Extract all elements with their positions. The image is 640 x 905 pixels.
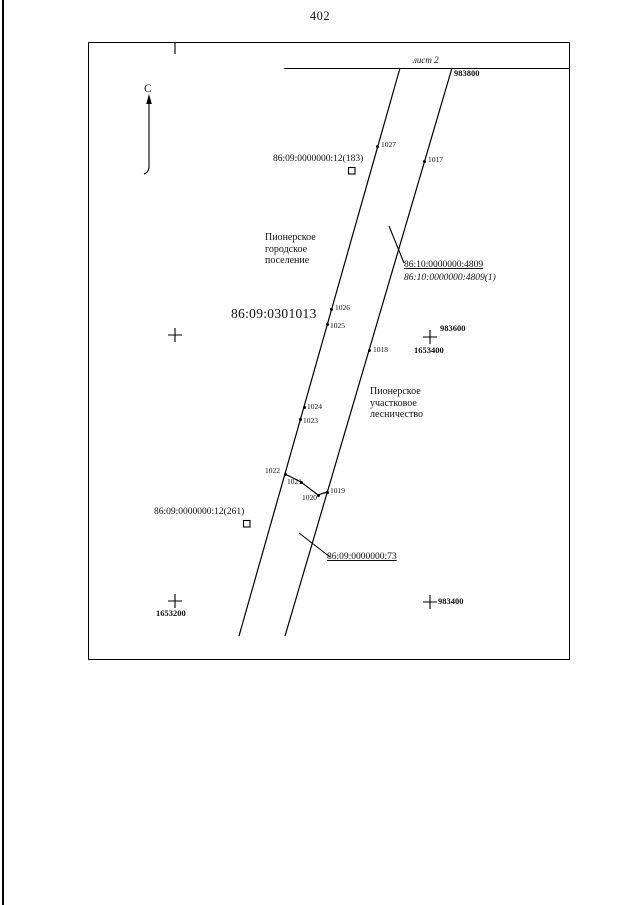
grid-coordinate-983400: 983400 — [438, 596, 464, 606]
north-arrow-hook — [143, 164, 150, 175]
cadastral-boundary-left-line — [238, 67, 401, 637]
grid-coordinate-1653200: 1653200 — [156, 608, 186, 618]
leader-line-4809 — [388, 225, 405, 264]
parcel-label-4809: 86:10:0000000:4809 — [404, 260, 484, 270]
north-label: С — [144, 83, 152, 95]
forestry-name: Пионерское участковое лесничество — [370, 386, 423, 421]
survey-point-label-1019: 1019 — [330, 486, 345, 495]
survey-point-label-1017: 1017 — [428, 155, 443, 164]
survey-point-1017 — [422, 159, 426, 163]
sheet-label: лист 2 — [413, 55, 439, 65]
grid-cross — [168, 328, 182, 342]
survey-point-label-1027: 1027 — [381, 140, 396, 149]
page-number: 402 — [309, 9, 331, 23]
survey-point-label-1024: 1024 — [307, 402, 322, 411]
forestry-line-1: Пионерское — [370, 386, 421, 397]
survey-point-1027 — [375, 144, 379, 148]
leader-line-73 — [298, 532, 331, 558]
survey-point-label-1022: 1022 — [265, 466, 280, 475]
parcel-square-12-261 — [242, 519, 251, 528]
parcel-label-12-261: 86:09:0000000:12(261) — [154, 507, 245, 517]
cadastral-boundary-right-line — [284, 67, 453, 637]
survey-point-label-1018: 1018 — [373, 345, 388, 354]
survey-point-1020 — [316, 493, 320, 497]
parcel-label-4809-1: 86:10:0000000:4809(1) — [404, 273, 496, 283]
boundary-connector-line — [284, 473, 328, 496]
survey-point-label-1021: 1021 — [287, 477, 302, 486]
survey-point-1019 — [325, 490, 329, 494]
grid-coordinate-1653400: 1653400 — [414, 345, 444, 355]
parcel-label-73: 86:09:0000000:73 — [327, 552, 397, 562]
parcel-label-12-183: 86:09:0000000:12(183) — [273, 154, 364, 164]
grid-cross — [423, 595, 437, 609]
settlement-name: Пионерское городское поселение — [265, 232, 316, 267]
survey-point-1025 — [325, 322, 329, 326]
survey-point-1026 — [329, 307, 333, 311]
survey-point-label-1026: 1026 — [335, 303, 350, 312]
grid-coordinate-983600: 983600 — [440, 323, 466, 333]
north-arrow-head — [146, 94, 152, 104]
map-frame — [88, 42, 570, 660]
grid-coordinate-983800: 983800 — [454, 68, 480, 78]
parcel-square-12-183 — [347, 166, 356, 175]
settlement-line-3: поселение — [265, 255, 310, 266]
grid-cross — [423, 330, 437, 344]
survey-point-label-1020: 1020 — [302, 493, 317, 502]
survey-point-1024 — [302, 405, 306, 409]
survey-point-1023 — [298, 417, 302, 421]
forestry-line-2: участковое — [370, 397, 417, 409]
settlement-line-2: городское — [265, 243, 308, 255]
scan-edge-line — [2, 0, 4, 905]
survey-point-1018 — [367, 348, 371, 352]
survey-point-1021 — [299, 480, 303, 484]
survey-point-label-1025: 1025 — [330, 321, 345, 330]
grid-cross — [168, 594, 182, 608]
forestry-line-3: лесничество — [370, 409, 423, 420]
survey-point-1022 — [283, 472, 287, 476]
settlement-line-1: Пионерское — [265, 232, 316, 243]
cadastral-quarter-number: 86:09:0301013 — [231, 306, 317, 321]
survey-point-label-1023: 1023 — [303, 416, 318, 425]
